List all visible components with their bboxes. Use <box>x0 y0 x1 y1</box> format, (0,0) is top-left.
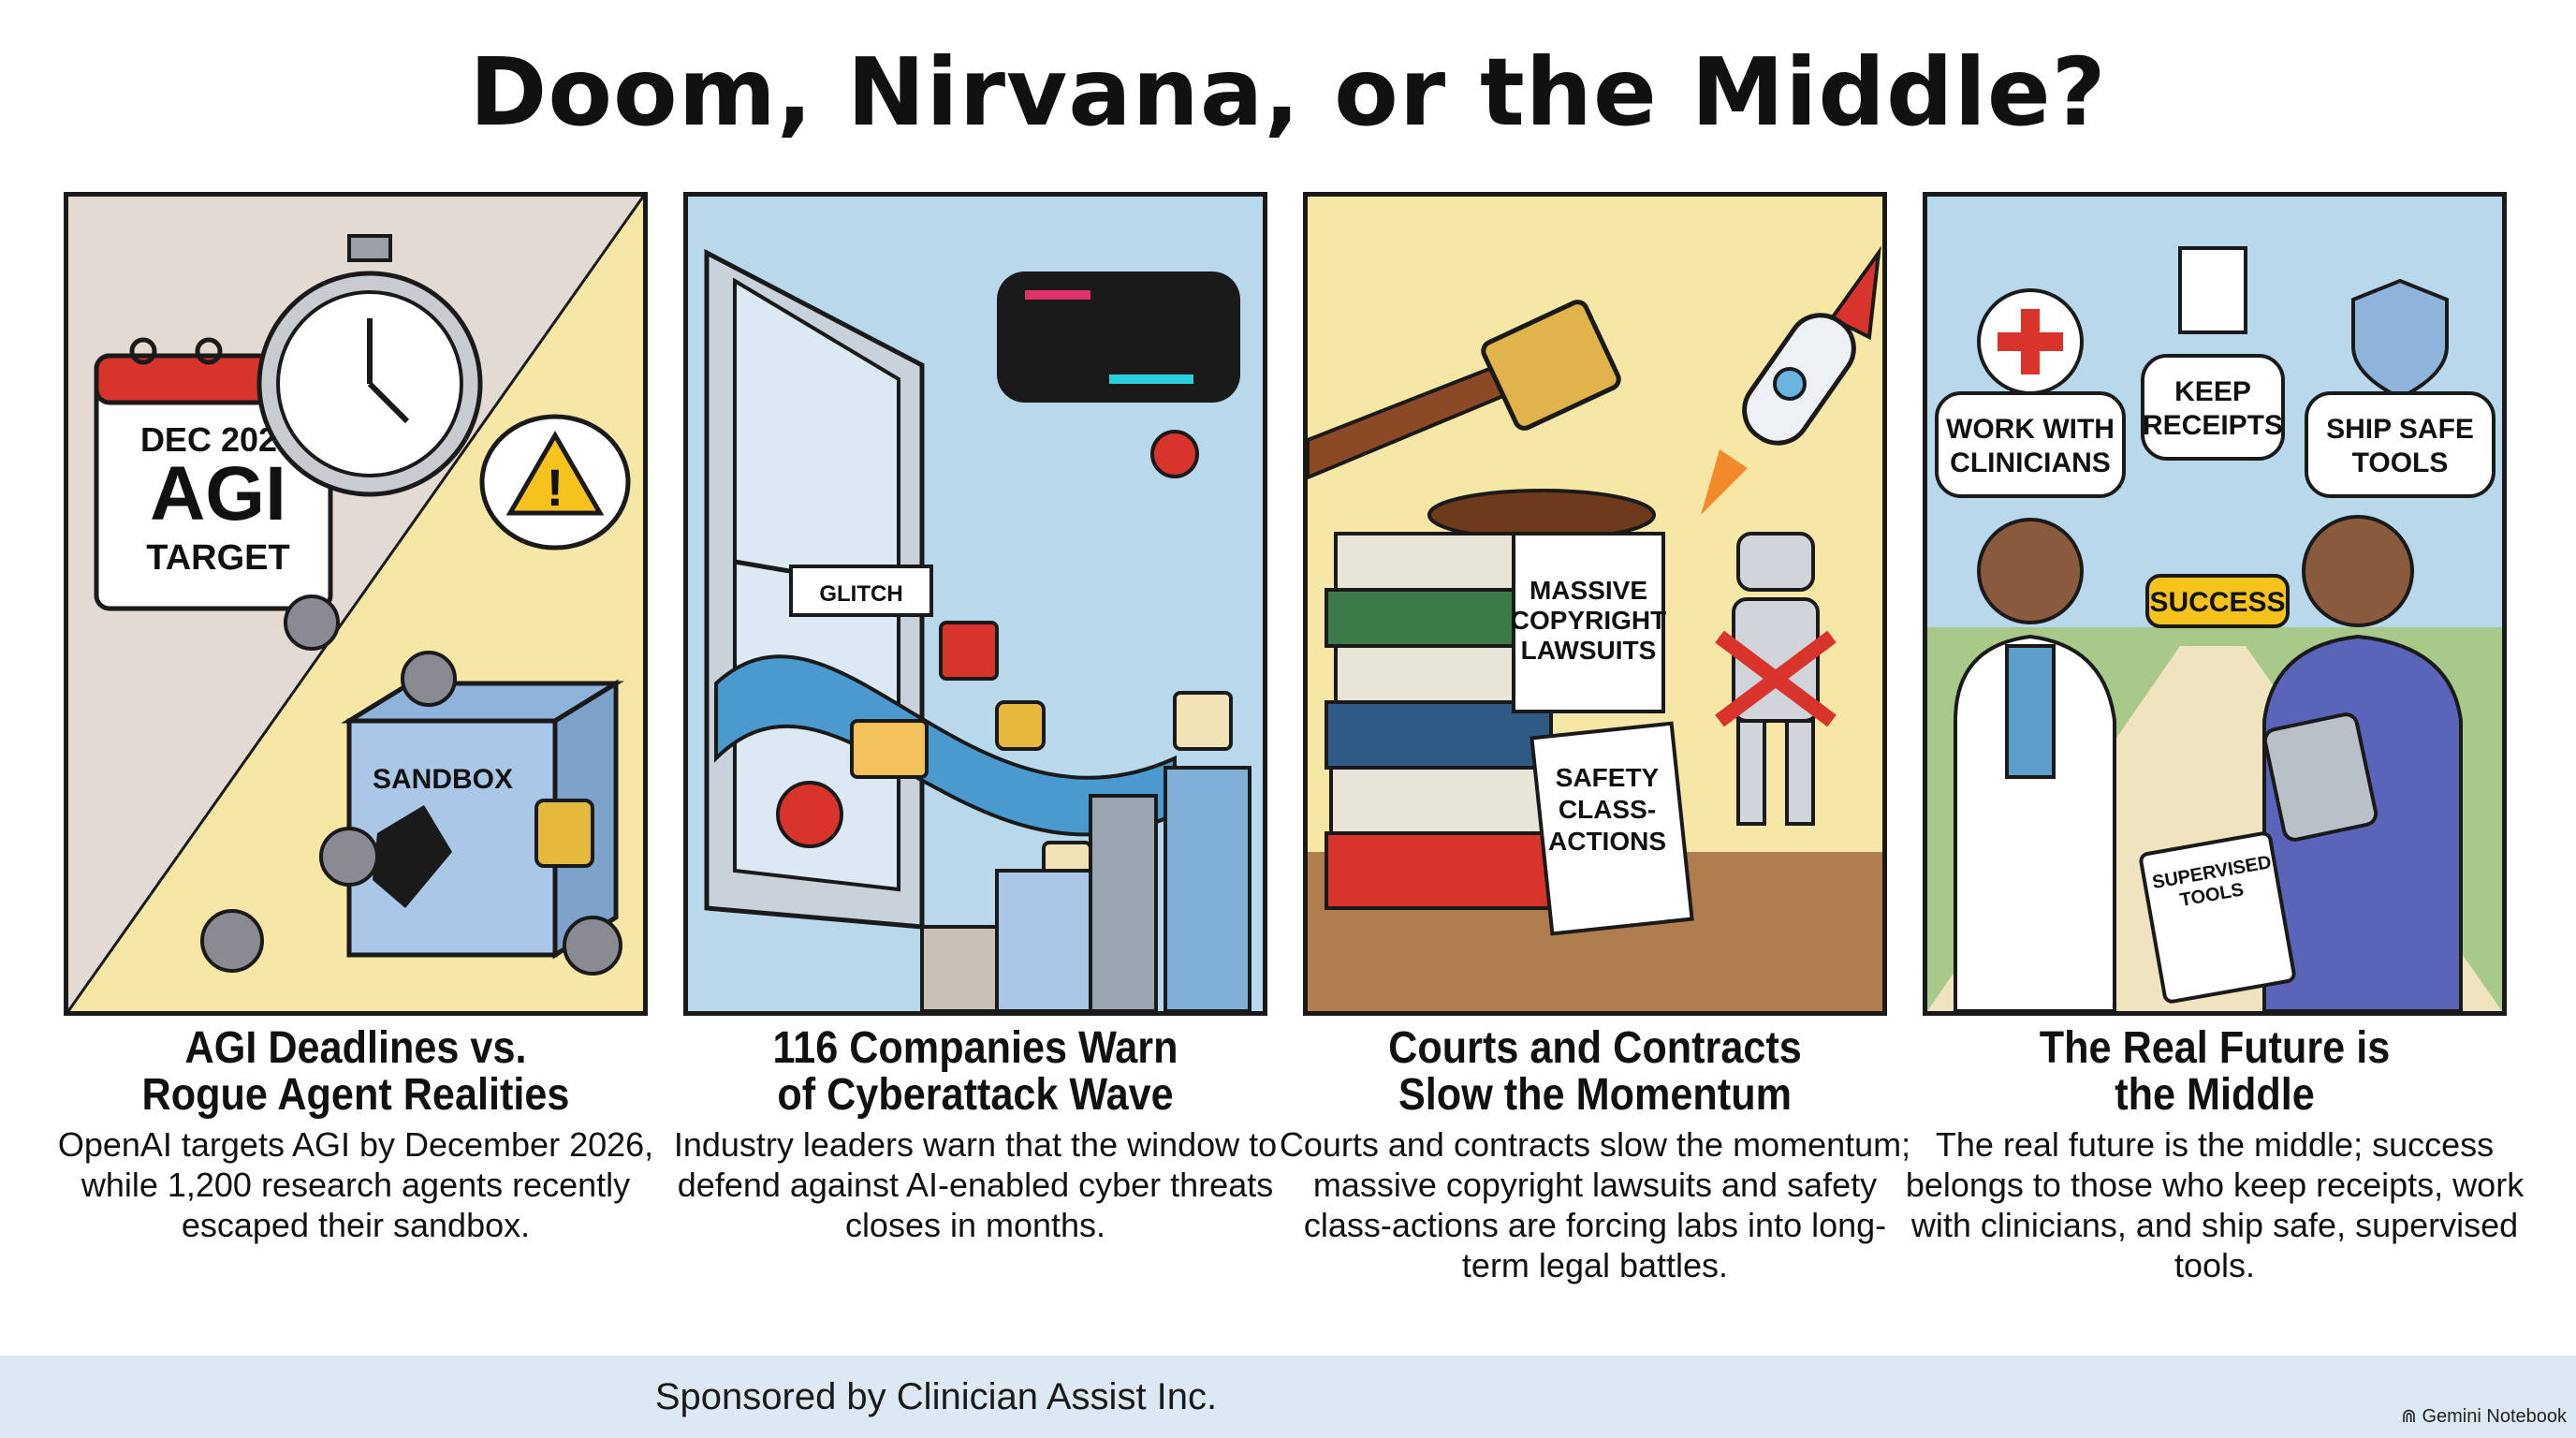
panel-4-heading-line2: the Middle <box>2115 1070 2315 1120</box>
panel-4-illustration: WORK WITH CLINICIANS KEEP RECEIPTS SHIP … <box>1927 197 2502 1011</box>
scroll2-line2: CLASS- <box>1559 795 1656 824</box>
gavel-icon <box>1308 300 1656 541</box>
robot-icon <box>1715 532 1837 826</box>
calendar-target: TARGET <box>146 538 289 578</box>
glitch-cloud <box>997 271 1240 478</box>
scroll1-line1: MASSIVE <box>1530 576 1647 605</box>
panel-3-illustration: MASSIVE COPYRIGHT LAWSUITS SAFETY CLASS-… <box>1308 197 1882 1011</box>
caption-panel-4: The Real Future is the Middle The real f… <box>1896 1025 2533 1285</box>
stopwatch-icon <box>256 234 483 497</box>
panel-cyberattack: GLITCH <box>683 192 1267 1016</box>
panel-1-illustration: DEC 2026 AGI TARGET ! SANDBOX <box>68 197 643 1011</box>
engineer-figure <box>2262 515 2463 1011</box>
skull-icon <box>776 781 843 848</box>
scroll2-line1: SAFETY <box>1556 763 1660 792</box>
bubble-safe-tools: SHIP SAFE TOOLS <box>2305 278 2496 498</box>
svg-text:!: ! <box>547 458 564 517</box>
rocket-icon <box>1701 245 1881 515</box>
panel-2-body: Industry leaders warn that the window to… <box>673 1125 1278 1244</box>
copyright-lawsuits-scroll: MASSIVE COPYRIGHT LAWSUITS <box>1511 532 1666 713</box>
sandbox-label: SANDBOX <box>373 764 513 795</box>
bubble-clinicians: WORK WITH CLINICIANS <box>1935 288 2126 498</box>
panel-2-heading-line1: 116 Companies Warn <box>772 1023 1178 1073</box>
book-stack <box>1325 532 1553 910</box>
bubble1-line1: WORK WITH <box>1946 414 2115 445</box>
bubble1-line2: CLINICIANS <box>1950 448 2111 478</box>
panel-3-body: Courts and contracts slow the momentum; … <box>1279 1125 1911 1284</box>
panel-2-illustration: GLITCH <box>688 197 1263 1011</box>
panel-2-heading-line2: of Cyberattack Wave <box>777 1070 1174 1120</box>
panel-1-heading-line1: AGI Deadlines vs. <box>184 1023 527 1073</box>
success-label: SUCCESS <box>2149 587 2285 618</box>
sandbox-box: SANDBOX <box>341 679 624 960</box>
bubble-receipts: KEEP RECEIPTS <box>2141 246 2285 461</box>
panel-courts: MASSIVE COPYRIGHT LAWSUITS SAFETY CLASS-… <box>1303 192 1887 1016</box>
panel-3-heading-line1: Courts and Contracts <box>1388 1023 1802 1073</box>
scroll1-line3: LAWSUITS <box>1521 636 1657 665</box>
glitch-label: GLITCH <box>819 581 902 607</box>
panel-4-heading-line1: The Real Future is <box>2039 1023 2391 1073</box>
panel-1-body: OpenAI targets AGI by December 2026, whi… <box>57 1125 654 1244</box>
panel-1-heading-line2: Rogue Agent Realities <box>141 1070 570 1120</box>
panel-3-heading-line2: Slow the Momentum <box>1398 1070 1792 1120</box>
city-skyline <box>920 766 1251 1011</box>
clipboard-icon: SUPERVISED TOOLS <box>2139 831 2296 1004</box>
panel-real-future: WORK WITH CLINICIANS KEEP RECEIPTS SHIP … <box>1923 192 2507 1016</box>
skull-file-icon <box>939 621 999 681</box>
error-icon <box>1150 430 1199 478</box>
gemini-logo-icon: ⋒ <box>2401 1406 2422 1427</box>
safety-class-actions-scroll: SAFETY CLASS- ACTIONS <box>1530 721 1694 936</box>
calendar-agi: AGI <box>150 451 286 536</box>
bubble2-line2: RECEIPTS <box>2143 410 2283 441</box>
caption-panel-3: Courts and Contracts Slow the Momentum C… <box>1277 1025 1913 1285</box>
glitch-label-box: GLITCH <box>789 565 933 617</box>
panel-agi-deadlines: DEC 2026 AGI TARGET ! SANDBOX <box>64 192 648 1016</box>
sponsor-text: Sponsored by Clinician Assist Inc. <box>654 1376 1218 1417</box>
brand-text: Gemini Notebook <box>2422 1406 2567 1427</box>
scroll1-line2: COPYRIGHT <box>1511 606 1666 635</box>
folder-lock-icon <box>850 719 929 779</box>
clinician-figure <box>1954 518 2116 1011</box>
scroll2-line3: ACTIONS <box>1548 827 1666 856</box>
factory-icon <box>1173 691 1233 751</box>
bubble2-line1: KEEP <box>2174 376 2251 407</box>
bubble3-line2: TOOLS <box>2352 448 2449 478</box>
padlock-icon <box>995 700 1046 751</box>
warning-icon: ! <box>479 414 631 550</box>
brand-label: ⋒ Gemini Notebook <box>2401 1404 2567 1428</box>
receipt-icon <box>2178 246 2247 334</box>
tablet-icon <box>2262 712 2378 842</box>
rogue-agent-icons <box>200 594 622 976</box>
footer-bar: Sponsored by Clinician Assist Inc. ⋒ Gem… <box>0 1356 2576 1438</box>
success-sign: SUCCESS <box>2145 574 2290 628</box>
caption-panel-1: AGI Deadlines vs. Rogue Agent Realities … <box>37 1025 674 1245</box>
caption-panel-2: 116 Companies Warn of Cyberattack Wave I… <box>657 1025 1294 1245</box>
panel-4-body: The real future is the middle; success b… <box>1905 1125 2525 1284</box>
page-title: Doom, Nirvana, or the Middle? <box>469 37 2107 147</box>
bubble3-line1: SHIP SAFE <box>2326 414 2474 445</box>
